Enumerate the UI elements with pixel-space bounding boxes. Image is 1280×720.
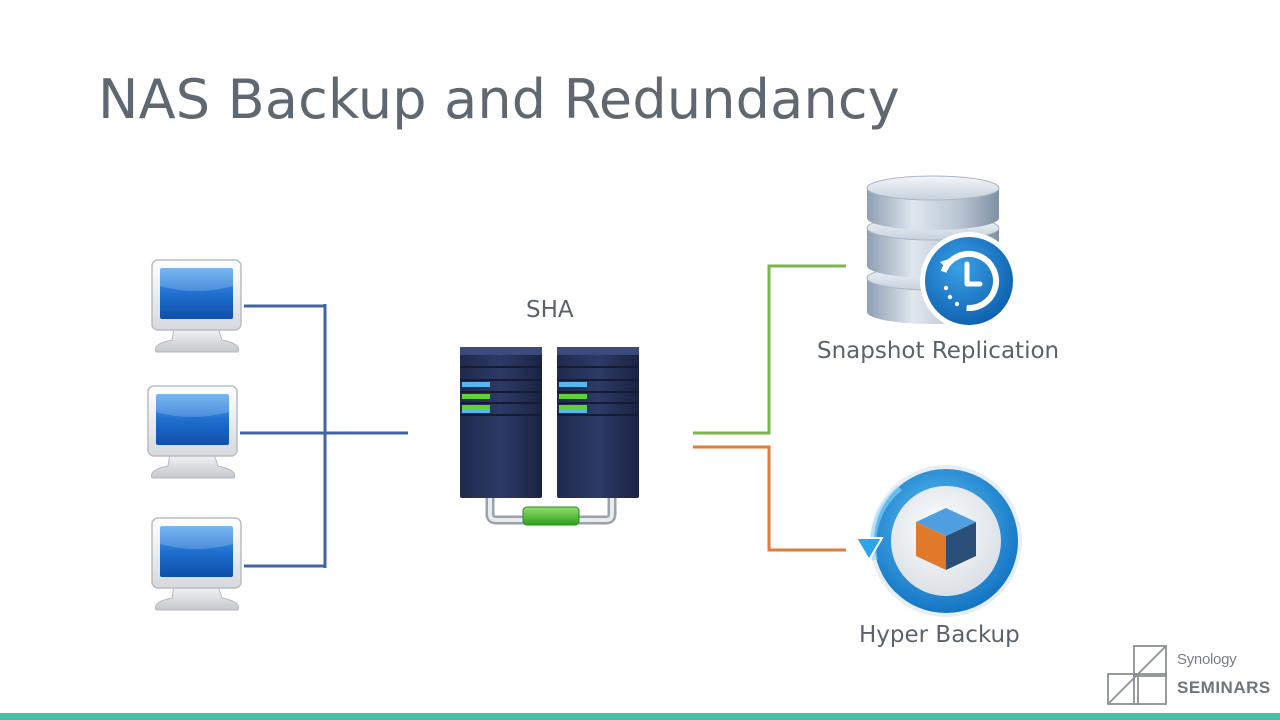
hyper-backup-icon xyxy=(856,465,1022,617)
sha-label: SHA xyxy=(526,297,574,323)
synology-logo-icon xyxy=(1106,644,1170,708)
monitor-icon xyxy=(152,518,241,610)
bottom-accent-bar xyxy=(0,713,1280,720)
monitor-icon xyxy=(148,386,237,478)
brand-name: Synology xyxy=(1177,651,1236,668)
snapshot-replication-icon xyxy=(867,176,1018,330)
monitor-icon xyxy=(152,260,241,352)
sha-server-pair-icon xyxy=(460,347,639,525)
hyper-backup-connection xyxy=(693,447,846,550)
client-connections xyxy=(240,304,408,568)
hyper-backup-label: Hyper Backup xyxy=(859,622,1020,648)
brand-subtitle: SEMINARS xyxy=(1177,678,1271,698)
snapshot-replication-label: Snapshot Replication xyxy=(817,338,1059,364)
